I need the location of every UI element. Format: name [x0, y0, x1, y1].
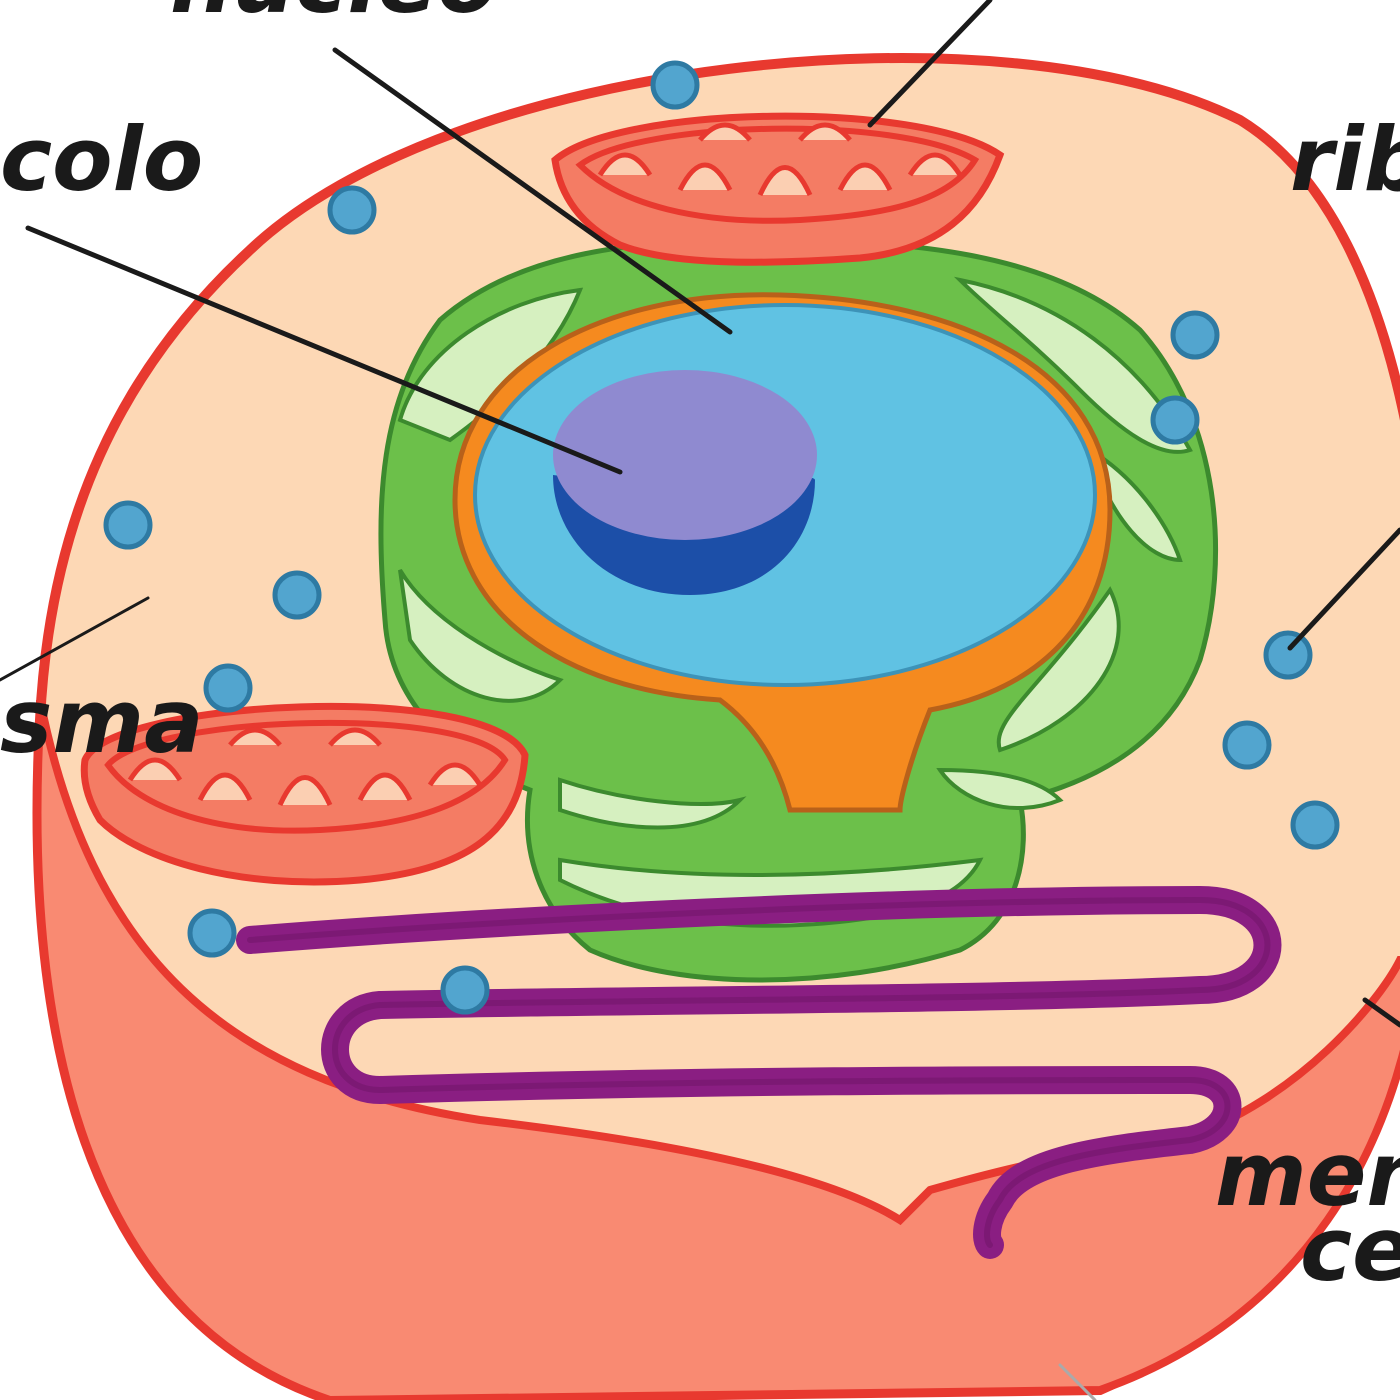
label-membrana-2: cel [1300, 1198, 1400, 1301]
golgi-cisterna [1086, 445, 1183, 563]
leader-line-nucleolo [25, 225, 623, 475]
mitochondrion-left [80, 703, 529, 886]
ribosome [1222, 720, 1272, 770]
leader-line-top-mitochondrion [867, 0, 993, 128]
golgi-cisterna [953, 276, 1193, 454]
leader-line-membrana [1362, 997, 1400, 1028]
label-nucleolo: colo [0, 108, 203, 211]
golgi-cisterna [936, 767, 1064, 810]
leader-line-bottom [1058, 1363, 1097, 1400]
ribosome [1170, 310, 1220, 360]
ribosome [103, 500, 153, 550]
mitochondrion-top [551, 112, 1005, 266]
ribosome [187, 908, 237, 958]
golgi-cisterna [558, 777, 747, 830]
ribosome [327, 185, 377, 235]
golgi-cisterna [398, 568, 564, 703]
leader-line-ribosoma [1287, 527, 1400, 651]
label-nucleo: núcleo [170, 0, 498, 33]
labels: núcleo colo rib sma mem cel [0, 0, 1400, 1301]
ribosomes [103, 60, 1340, 1015]
cytoplasm-shadow [33, 699, 1400, 1400]
ribosome [1150, 395, 1200, 445]
label-membrana-1: mem [1215, 1123, 1400, 1226]
mitochondrion-cristae [597, 122, 963, 197]
ribosome [203, 663, 253, 713]
ribosome [1290, 800, 1340, 850]
ribosome [440, 965, 490, 1015]
rough-endoplasmic-reticulum-highlight [247, 896, 1271, 1248]
leader-line-citoplasma [0, 596, 150, 682]
nucleolus [553, 370, 817, 540]
ribosome [272, 570, 322, 620]
golgi-cisterna [996, 586, 1121, 753]
leader-line-nucleo [332, 47, 733, 335]
label-ribosoma: rib [1290, 108, 1400, 211]
ribosome [1263, 630, 1313, 680]
ribosome [650, 60, 700, 110]
label-citoplasma: sma [0, 670, 203, 773]
mitochondrion-cristae [127, 727, 483, 807]
nucleus [452, 292, 1113, 813]
